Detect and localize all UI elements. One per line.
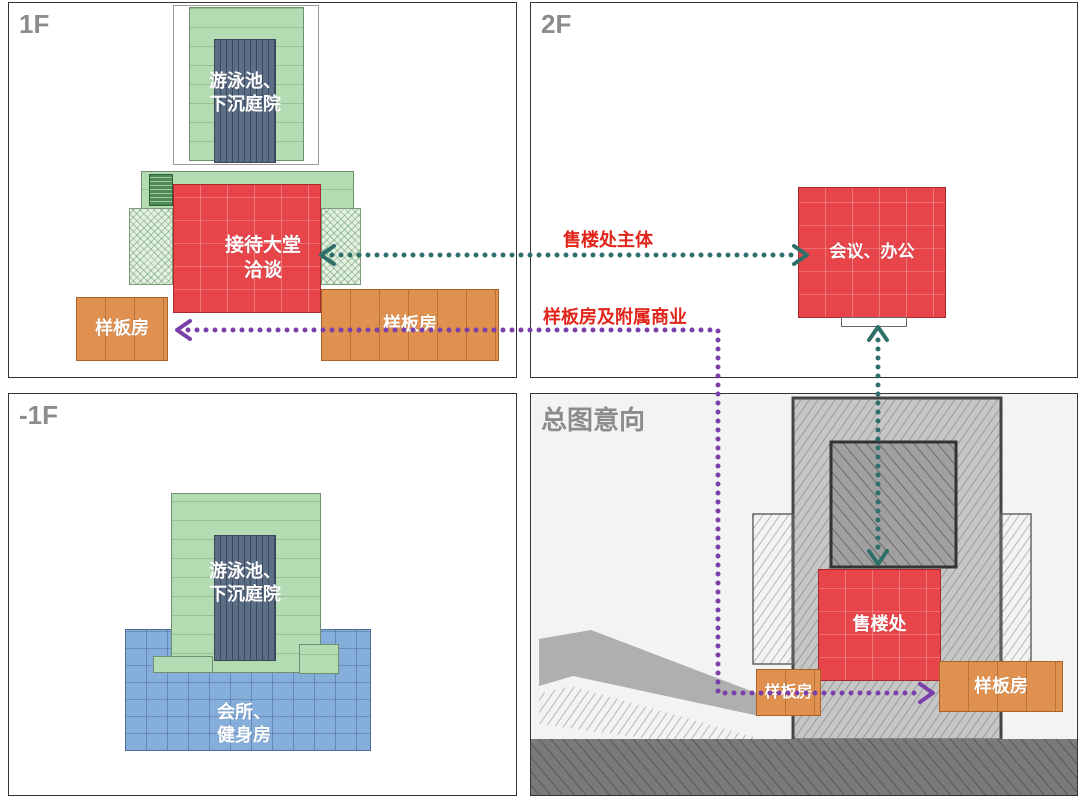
showroom-right: 样板房: [321, 289, 499, 361]
sales-office-block: 售楼处: [818, 569, 941, 681]
sales-office-label: 售楼处: [852, 614, 907, 636]
pool-label-line1: 游泳池、: [209, 71, 281, 92]
lobby-label-line1: 接待大堂: [224, 233, 301, 256]
panel-2f-title: 2F: [541, 9, 572, 39]
showroom-right-label: 样板房: [383, 314, 437, 336]
basement-green-strip-right: [299, 644, 339, 674]
site-showroom-right-label: 样板房: [974, 675, 1028, 697]
sketch-bottom-hatch: [531, 739, 1077, 795]
panel-b1-title: -1F: [19, 400, 58, 430]
sketch-side-wing-right: [1000, 513, 1032, 665]
b1-pool-label-line1: 游泳池、: [209, 561, 281, 582]
sketch-road-edge: [539, 686, 761, 754]
callout-showrooms: 样板房及附属商业: [543, 307, 687, 328]
meeting-office-block: 会议、办公: [798, 187, 946, 318]
terrace-left: [129, 208, 173, 285]
swimming-pool: 游泳池、 下沉庭院: [209, 39, 281, 163]
showroom-left: 样板房: [76, 297, 168, 361]
site-showroom-left: 样板房: [756, 669, 821, 716]
reception-lobby: 接待大堂 洽谈: [173, 184, 321, 313]
terrace-right: [321, 208, 361, 285]
panel-b1: -1F 游泳池、 下沉庭院 会所、 健身房: [8, 393, 517, 796]
sketch-side-wing: [752, 513, 794, 665]
lobby-label-line2: 洽谈: [243, 258, 282, 281]
site-showroom-right: 样板房: [939, 661, 1063, 712]
stair-block: [149, 174, 173, 206]
basement-swimming-pool: 游泳池、 下沉庭院: [209, 535, 281, 661]
site-showroom-left-label: 样板房: [764, 682, 813, 702]
entrance-step: [841, 317, 907, 327]
sketch-courtyard-hatch: [831, 442, 956, 567]
site-sketch: [531, 396, 1077, 795]
club-label-box: 会所、 健身房: [194, 697, 294, 751]
club-label-line1: 会所、: [217, 701, 271, 723]
panel-1f: 1F 游泳池、 下沉庭院 接待大堂 洽谈 样板房 样板房: [8, 2, 517, 378]
panel-1f-title: 1F: [19, 9, 50, 39]
pool-label-line2: 下沉庭院: [209, 94, 281, 116]
club-label-line2: 健身房: [217, 725, 271, 746]
basement-green-strip: [153, 656, 213, 673]
showroom-left-label: 样板房: [95, 318, 149, 340]
panel-site-title: 总图意向: [541, 405, 646, 435]
office-label: 会议、办公: [829, 242, 915, 263]
callout-sales-main: 售楼处主体: [563, 230, 653, 251]
panel-site-plan: 总图意向 售楼处 样板房 样板房: [530, 393, 1078, 796]
connector-band: [141, 171, 354, 209]
b1-pool-label-line2: 下沉庭院: [209, 584, 281, 606]
